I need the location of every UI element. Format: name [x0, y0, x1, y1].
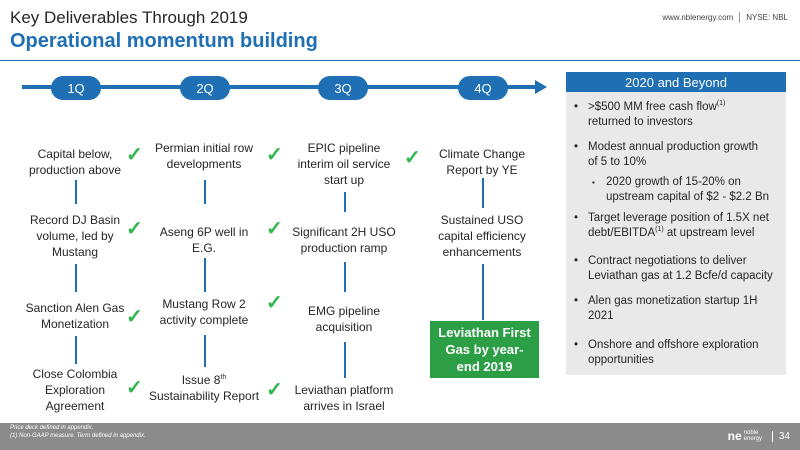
- quarter-2q: 2Q: [180, 76, 230, 100]
- ticker-label: NYSE: NBL: [746, 13, 788, 22]
- panel-title: 2020 and Beyond: [566, 72, 786, 92]
- check-icon: ✓: [266, 379, 283, 401]
- bullet-item: • >$500 MM free cash flow(1)returned to …: [574, 100, 726, 128]
- logo-mark-icon: ne: [727, 429, 742, 443]
- footer-bar: Price deck defined in appendix. (1) Non-…: [0, 423, 800, 450]
- check-icon: ✓: [266, 292, 283, 314]
- connector-line: [75, 336, 77, 364]
- check-icon: ✓: [126, 144, 143, 166]
- connector-line: [75, 180, 77, 204]
- check-icon: ✓: [126, 306, 143, 328]
- quarter-4q: 4Q: [458, 76, 508, 100]
- connector-line: [204, 258, 206, 292]
- connector-line: [482, 178, 484, 208]
- beyond-panel: 2020 and Beyond • >$500 MM free cash flo…: [566, 72, 786, 375]
- timeline-arrow-icon: [535, 80, 547, 94]
- header-rule: [0, 60, 800, 61]
- deliverable-item: Issue 8th Sustainability Report: [148, 373, 260, 403]
- divider: [739, 12, 741, 23]
- connector-line: [482, 264, 484, 320]
- check-icon: ✓: [266, 144, 283, 166]
- connector-line: [204, 180, 206, 204]
- header-links: www.nblenergy.com NYSE: NBL: [662, 12, 788, 23]
- page-title: Key Deliverables Through 2019: [10, 8, 248, 27]
- connector-line: [75, 264, 77, 292]
- check-icon: ✓: [126, 377, 143, 399]
- deliverable-item: Capital below,production above: [28, 147, 122, 177]
- footnote: (1) Non-GAAP measure. Term defined in ap…: [10, 433, 146, 439]
- timeline-bar: [22, 85, 538, 89]
- quarter-1q: 1Q: [51, 76, 101, 100]
- check-icon: ✓: [266, 218, 283, 240]
- footnote: Price deck defined in appendix.: [10, 425, 94, 431]
- connector-line: [344, 342, 346, 378]
- page-number: 34: [771, 431, 790, 442]
- quarter-3q: 3Q: [318, 76, 368, 100]
- connector-line: [344, 192, 346, 212]
- page-subtitle: Operational momentum building: [10, 30, 318, 52]
- divider: [771, 431, 773, 442]
- website-link[interactable]: www.nblenergy.com: [662, 13, 734, 22]
- connector-line: [344, 262, 346, 292]
- connector-line: [204, 335, 206, 367]
- check-icon: ✓: [126, 218, 143, 240]
- check-icon: ✓: [404, 147, 421, 169]
